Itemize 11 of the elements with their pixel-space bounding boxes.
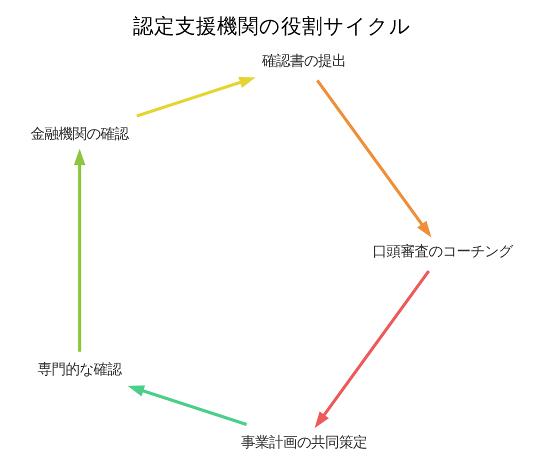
arrow bbox=[128, 385, 248, 426]
arrow bbox=[316, 79, 432, 238]
node-text: 専門的な確認 bbox=[38, 362, 122, 378]
node-text: 事業計画の共同策定 bbox=[240, 434, 367, 451]
arrow bbox=[74, 148, 86, 352]
arrow bbox=[314, 270, 430, 428]
diagram-title: 認定支援機関の役割サイクル bbox=[133, 14, 412, 38]
arrow bbox=[136, 76, 256, 118]
node-text: 確認書の提出 bbox=[262, 54, 346, 70]
node-text: 金融機関の確認 bbox=[30, 126, 129, 142]
node-text: 口頭審査のコーチング bbox=[372, 244, 512, 260]
